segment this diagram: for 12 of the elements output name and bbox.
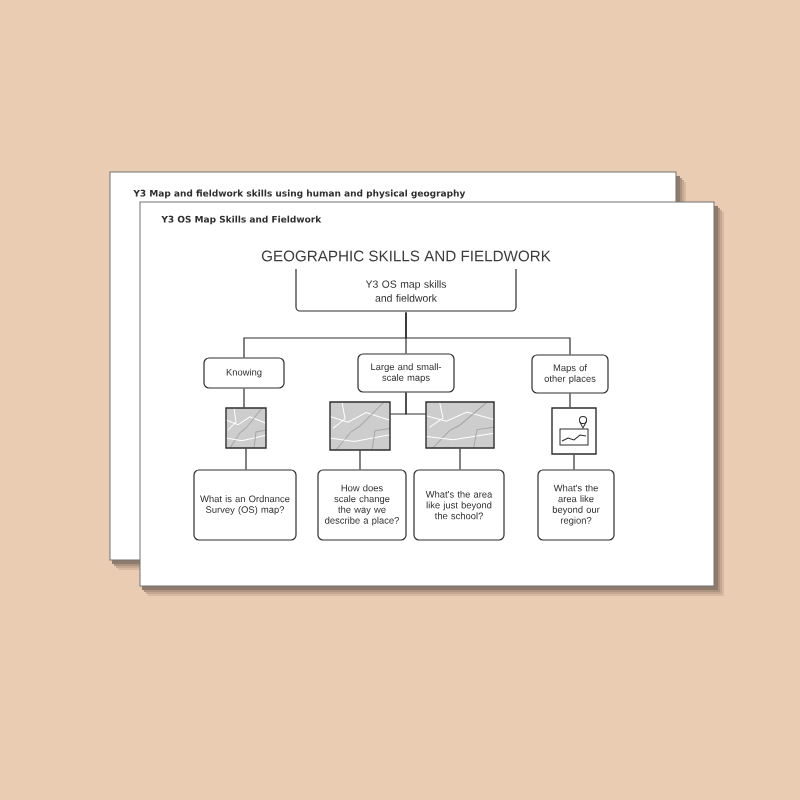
map-picture (425, 401, 495, 449)
connector-line (405, 311, 571, 355)
map-picture (329, 401, 391, 451)
map-icon (551, 407, 597, 455)
connector-line (243, 388, 245, 409)
map-picture (225, 407, 267, 449)
connector-line (405, 392, 427, 415)
connector-line (573, 454, 575, 470)
connector-line (459, 447, 461, 470)
connector-line (359, 449, 361, 470)
connector-line (569, 393, 571, 408)
connector-line (245, 447, 247, 470)
